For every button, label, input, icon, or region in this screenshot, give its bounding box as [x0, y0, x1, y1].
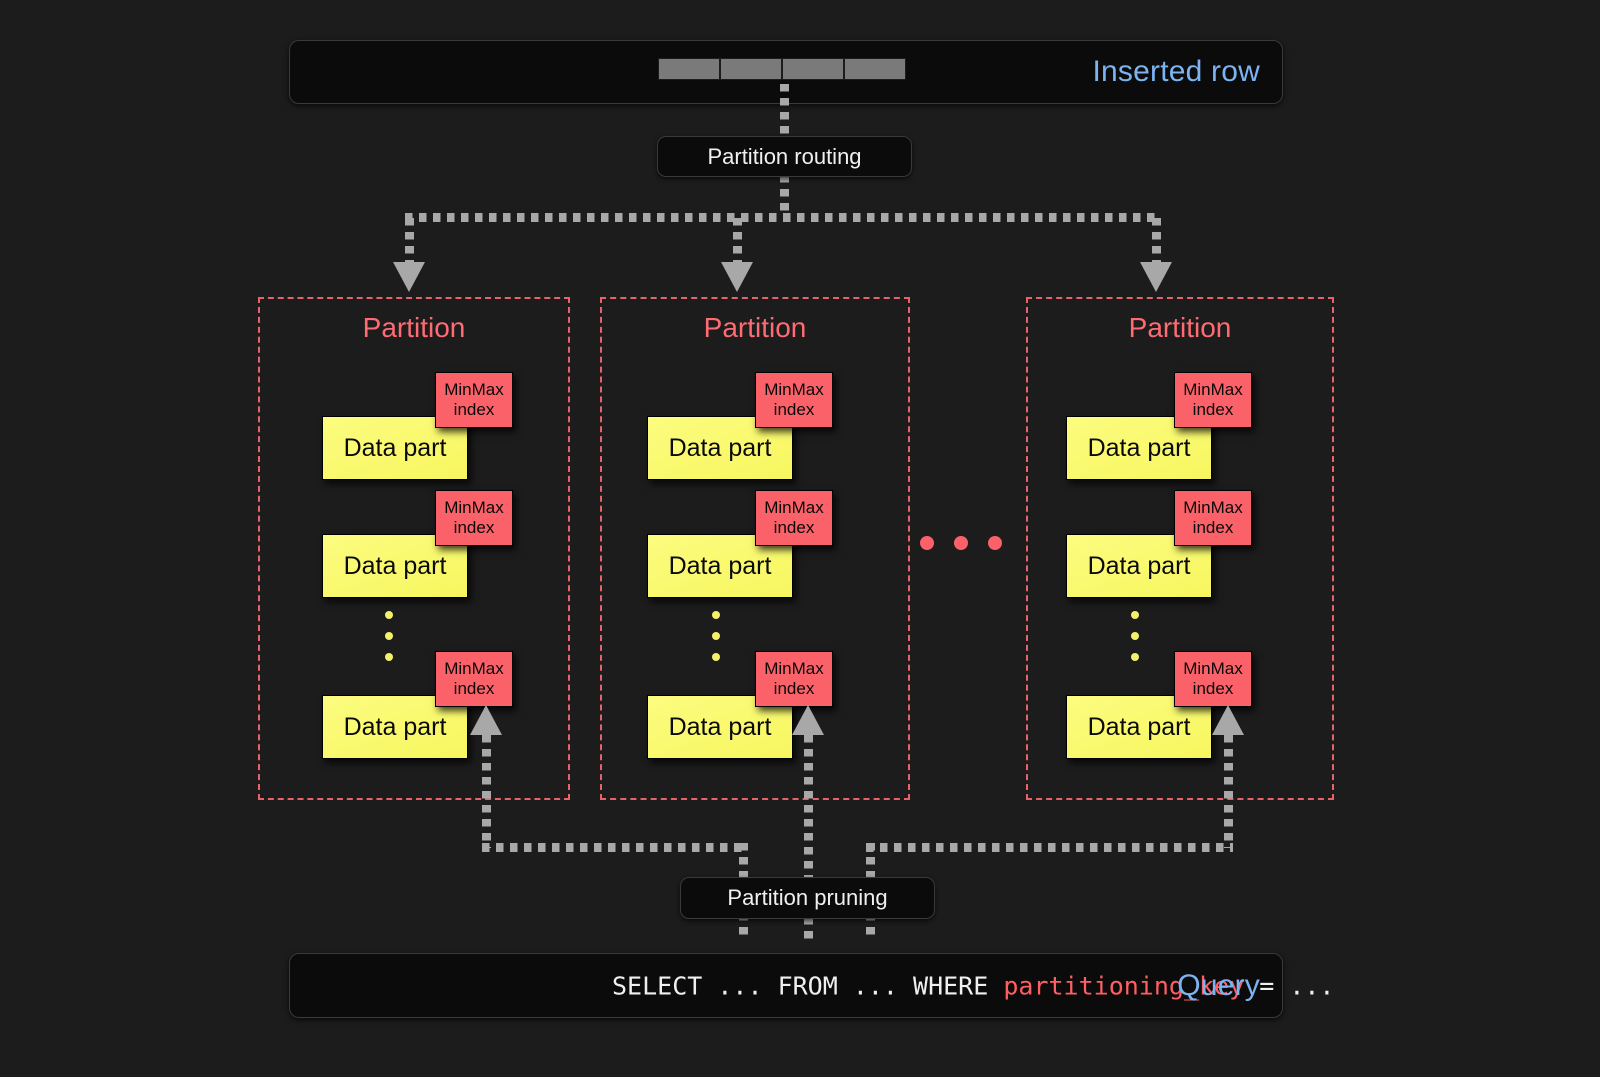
arrow-up-partition-3-icon: [1212, 705, 1244, 735]
row-cell: [844, 58, 906, 80]
partition-pruning-box: Partition pruning: [680, 877, 935, 919]
arrow-up-partition-2-icon: [792, 705, 824, 735]
minmax-index-3-1: MinMax index: [1174, 372, 1252, 428]
arrow-down-partition-3-icon: [1140, 262, 1172, 292]
arrow-up-partition-1-icon: [470, 705, 502, 735]
partition-title-3: Partition: [1128, 312, 1232, 343]
minmax-index-1-2: MinMax index: [435, 490, 513, 546]
data-part-ellipsis-1: [385, 611, 393, 674]
connector-bus-to-partition-2: [733, 218, 742, 270]
query-bar: SELECT ... FROM ... WHERE partitioning_k…: [289, 953, 1334, 1018]
minmax-index-2-1: MinMax index: [755, 372, 833, 428]
minmax-index-3-2: MinMax index: [1174, 490, 1252, 546]
inserted-row-cells: [658, 58, 906, 80]
connector-row-to-routing: [780, 84, 789, 138]
data-part-2-3: Data part: [647, 695, 793, 759]
row-cell: [658, 58, 720, 80]
data-part-ellipsis-2: [712, 611, 720, 674]
minmax-index-2-2: MinMax index: [755, 490, 833, 546]
partition-box-3: Partition MinMax index Data part MinMax …: [1026, 297, 1334, 800]
connector-bus-to-partition-3: [1152, 218, 1161, 270]
inserted-row-label: Inserted row: [1092, 55, 1260, 88]
minmax-index-1-3: MinMax index: [435, 651, 513, 707]
connector-bus-to-partition-1: [405, 218, 414, 270]
minmax-index-3-3: MinMax index: [1174, 651, 1252, 707]
query-suffix: = ...: [1244, 971, 1335, 1000]
partition-box-2: Partition MinMax index Data part MinMax …: [600, 297, 910, 800]
connector-pruning-to-partition-1: [482, 735, 491, 848]
minmax-index-2-3: MinMax index: [755, 651, 833, 707]
routing-bus-line: [405, 213, 1160, 222]
partition-pruning-label: Partition pruning: [727, 885, 888, 910]
data-part-ellipsis-3: [1131, 611, 1139, 674]
query-label: Query: [1177, 968, 1260, 1002]
pruning-branch-right: [866, 843, 1233, 852]
query-sql-text: SELECT ... FROM ... WHERE partitioning_k…: [612, 971, 1334, 1000]
partition-routing-box: Partition routing: [657, 136, 912, 177]
partition-routing-label: Partition routing: [707, 143, 862, 169]
query-partitioning-key: partitioning_key: [1003, 971, 1245, 1000]
arrow-down-partition-1-icon: [393, 262, 425, 292]
partition-title-1: Partition: [362, 312, 466, 343]
minmax-index-1-1: MinMax index: [435, 372, 513, 428]
connector-routing-to-bus: [780, 175, 789, 217]
partition-box-1: Partition MinMax index Data part MinMax …: [258, 297, 570, 800]
query-prefix: SELECT ... FROM ... WHERE: [612, 971, 1004, 1000]
pruning-branch-left: [482, 843, 748, 852]
partition-ellipsis-icon: [920, 536, 1002, 550]
data-part-1-1: Data part: [322, 416, 468, 480]
arrow-down-partition-2-icon: [721, 262, 753, 292]
partition-title-2: Partition: [703, 312, 807, 343]
row-cell: [782, 58, 844, 80]
connector-pruning-to-partition-3: [1224, 735, 1233, 848]
data-part-1-2: Data part: [322, 534, 468, 598]
row-cell: [720, 58, 782, 80]
connector-pruning-to-partition-2: [804, 735, 813, 941]
